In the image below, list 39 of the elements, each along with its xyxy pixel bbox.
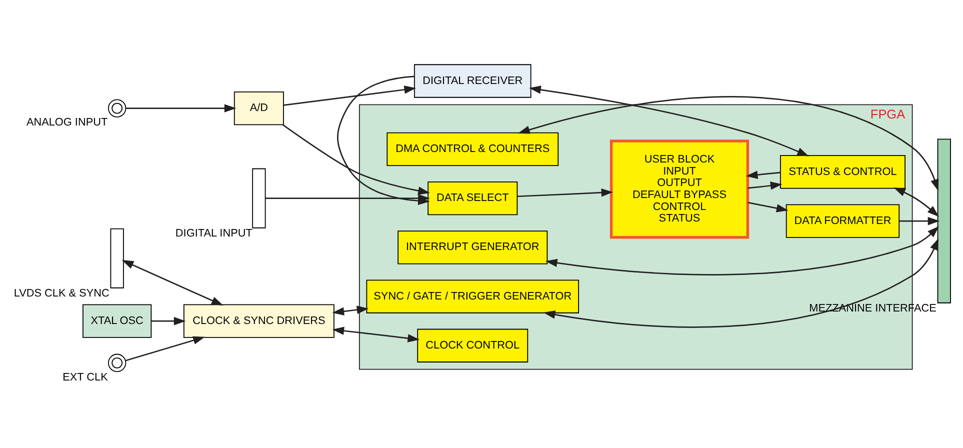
- node-label: ANALOG INPUT: [26, 116, 108, 129]
- arrow: [545, 226, 940, 276]
- node-label: LVDS CLK & SYNC: [14, 288, 110, 300]
- node-box: A/D: [234, 91, 284, 126]
- arrow: [894, 188, 940, 217]
- node-label: EXT CLK: [62, 371, 108, 384]
- node-bar: [937, 138, 951, 304]
- node-circle: [108, 99, 126, 118]
- arrow: [543, 238, 939, 328]
- node-circle: [108, 354, 126, 372]
- node-box: CLOCK CONTROL: [417, 328, 528, 362]
- arrow: [332, 326, 420, 342]
- node-box: XTAL OSC: [82, 304, 152, 338]
- arrow: [748, 202, 788, 212]
- node-box: CLOCK & SYNC DRIVERS: [183, 304, 334, 338]
- node-bar: [110, 228, 124, 288]
- arrow: [126, 104, 236, 112]
- node-label: DIGITAL INPUT: [175, 228, 252, 240]
- node-box: DMA CONTROL & COUNTERS: [386, 132, 559, 166]
- arrow: [284, 86, 416, 106]
- node-box: DATA SELECT: [428, 181, 518, 216]
- arrow: [517, 188, 614, 198]
- node-box: SYNC / GATE / TRIGGER GENERATOR: [366, 280, 580, 314]
- arrow: [529, 86, 810, 156]
- arrow: [332, 306, 369, 316]
- arrow: [282, 124, 430, 195]
- node-bar: [252, 168, 266, 228]
- node-box: USER BLOCK INPUT OUTPUT DEFAULT BYPASS CONTROL STATUS: [610, 140, 750, 239]
- node-box: DIGITAL RECEIVER: [414, 64, 532, 98]
- arrow: [899, 216, 940, 226]
- arrow: [152, 316, 186, 326]
- arrow: [122, 260, 224, 306]
- arrow: [748, 182, 782, 190]
- arrow: [125, 336, 205, 362]
- arrow: [518, 96, 939, 192]
- node-box: INTERRUPT GENERATOR: [398, 230, 548, 264]
- node-box: DATA FORMATTER: [786, 204, 900, 238]
- arrow: [746, 170, 780, 179]
- node-box: STATUS & CONTROL: [780, 155, 906, 189]
